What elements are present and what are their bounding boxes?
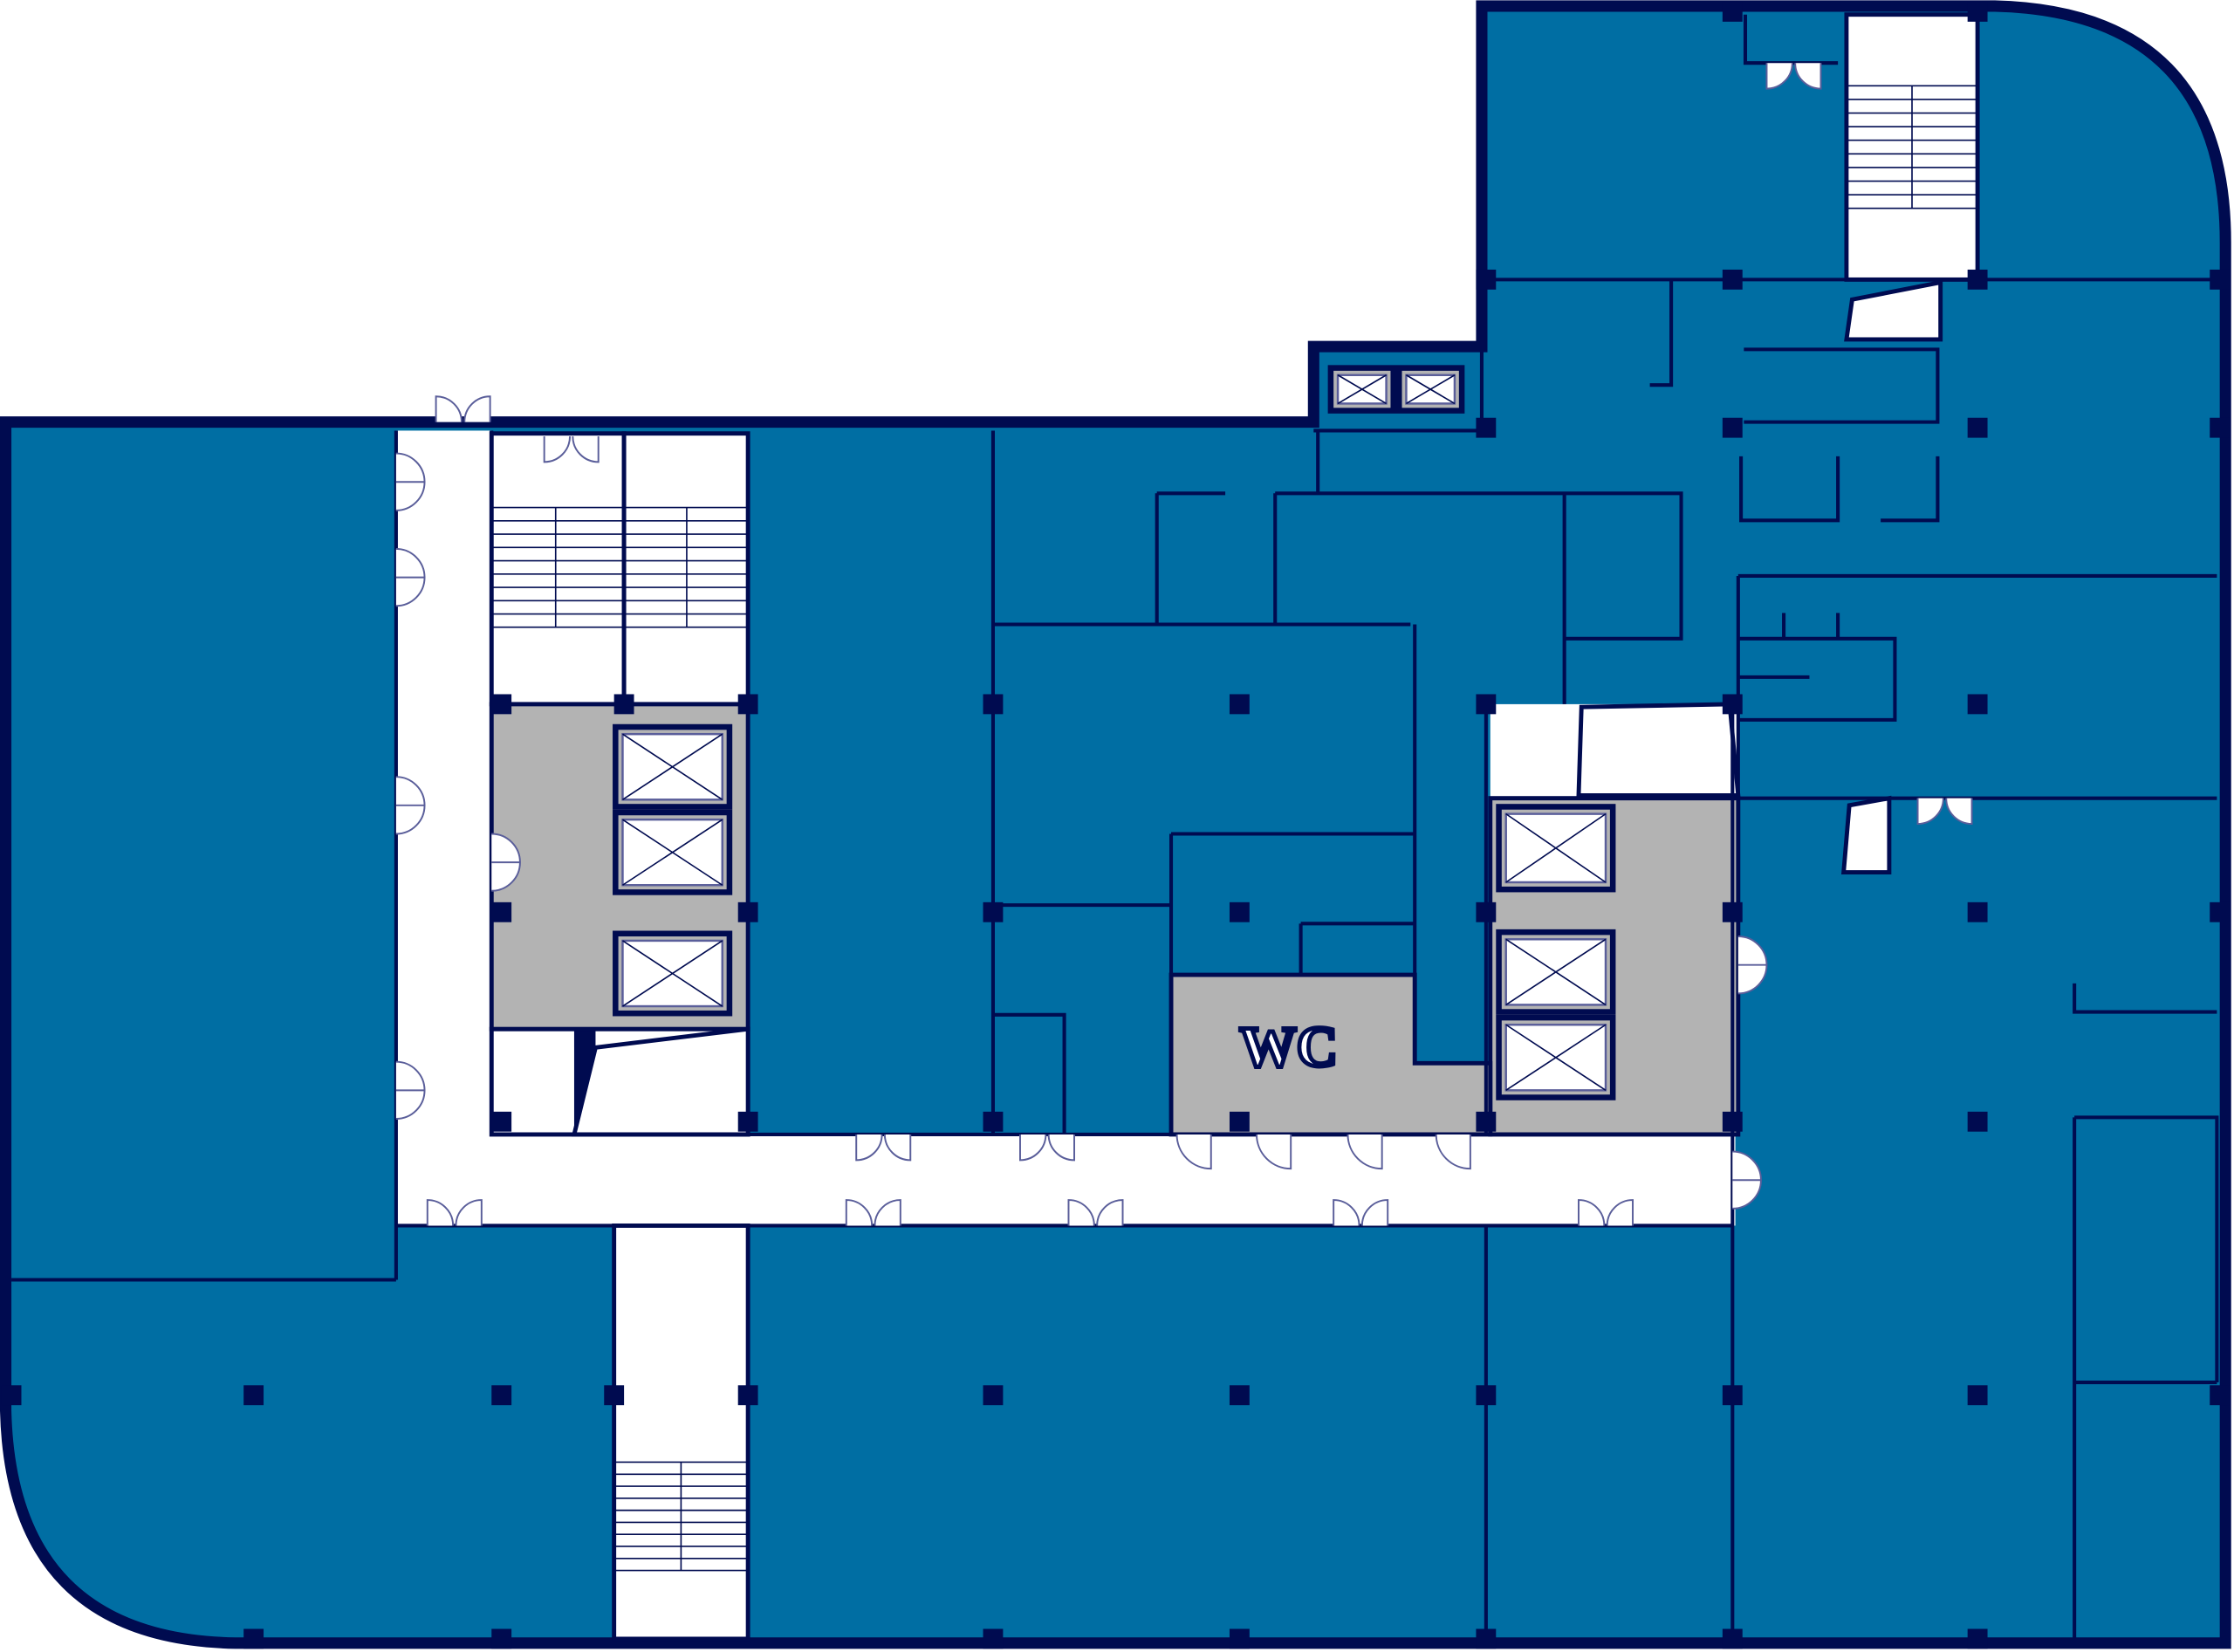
column-icon [1476,1385,1497,1406]
door-swing-icon [395,452,426,511]
column-icon [2210,1385,2231,1406]
column-icon [737,694,758,715]
column-icon [983,901,1004,922]
door-swings [395,63,1973,1226]
column-icon [1,1385,22,1406]
column-icon [1476,901,1497,922]
door-swing-icon [1578,1199,1634,1226]
column-icon [1476,694,1497,715]
column-icon [983,694,1004,715]
column-icon [243,1628,264,1649]
door-swing-icon [1333,1199,1389,1226]
shaft-east [1576,702,1741,798]
door-swing-icon [1019,1134,1075,1162]
column-icon [1722,2,1743,22]
column-icon [2210,417,2231,438]
elevator-icon [1496,1014,1616,1100]
column-icon [1967,417,1988,438]
stair-icon [1846,85,1978,209]
column-icon [1967,2,1988,22]
column-icon [1722,694,1743,715]
shaft-ne [1844,279,1943,342]
column-icon [491,694,512,715]
column-icon [1229,1385,1250,1406]
column-icon [737,901,758,922]
door-swing-icon [1732,1150,1762,1210]
stair-west-b[interactable] [621,431,750,707]
partition-walls [11,14,2219,1639]
elevator-icon [1327,365,1396,414]
door-swing-icon [395,1060,426,1120]
door-swing-icon [395,776,426,835]
column-icon [1229,901,1250,922]
column-icon [983,1111,1004,1132]
wc-label: WC [1239,1017,1337,1080]
door-swing-icon [395,547,426,607]
column-icon [1722,269,1743,290]
column-icon [737,1385,758,1406]
door-swing-icon [1256,1134,1292,1170]
column-icon [1967,1385,1988,1406]
shaft-east2 [1840,795,1892,875]
column-icon [491,901,512,922]
column-icon [1722,1111,1743,1132]
elevator-icon [613,809,733,895]
elevator-icon [1396,365,1465,414]
column-icon [491,1385,512,1406]
column-icon [1476,1628,1497,1649]
column-icon [737,1111,758,1132]
elevator-icon [613,723,733,810]
column-icon [613,694,634,715]
elevator-icon [613,930,733,1017]
column-icon [983,1385,1004,1406]
column-icon [983,1628,1004,1649]
column-icon [1967,1628,1988,1649]
column-icon [1229,1628,1250,1649]
elevator-icon [1496,929,1616,1015]
door-swing-icon [426,1199,483,1226]
column-icon [1722,417,1743,438]
door-swing-icon [1737,936,1768,995]
door-swing-icon [435,395,491,422]
column-icon [1722,901,1743,922]
column-icon [1722,1628,1743,1649]
column-icon [604,1385,625,1406]
column-icon [1229,1111,1250,1132]
column-icon [1476,417,1497,438]
door-swing-icon [1435,1134,1471,1170]
shaft-west [571,1026,750,1137]
column-icon [491,1628,512,1649]
column-icon [243,1385,264,1406]
column-icon [1967,269,1988,290]
elevator-icon [1496,804,1616,893]
door-swing-icon [1175,1134,1212,1170]
elevators [613,365,1616,1100]
door-swing-icon [1347,1134,1383,1170]
column-icon [1967,1111,1988,1132]
column-icon [491,1111,512,1132]
column-icon [2210,901,2231,922]
column-icon [1967,901,1988,922]
door-swing-icon [1916,798,1973,826]
stair-south[interactable] [612,1224,750,1642]
door-swing-icon [543,435,600,463]
column-icon [1229,694,1250,715]
stair-icon [613,1461,749,1572]
column-icon [1476,269,1497,290]
shaft-west-dark [573,1029,596,1134]
column-icon [1476,1111,1497,1132]
column-icon [1967,694,1988,715]
door-swing-icon [491,833,521,892]
door-swing-icon [855,1134,912,1162]
stair-treads [491,85,1978,1572]
door-swing-icon [1765,63,1822,90]
stair-west-a[interactable] [489,431,627,707]
column-icon [1722,1385,1743,1406]
door-swing-icon [845,1199,901,1226]
column-icon [2210,269,2231,290]
door-swing-icon [1067,1199,1124,1226]
stair-icon [491,506,749,628]
